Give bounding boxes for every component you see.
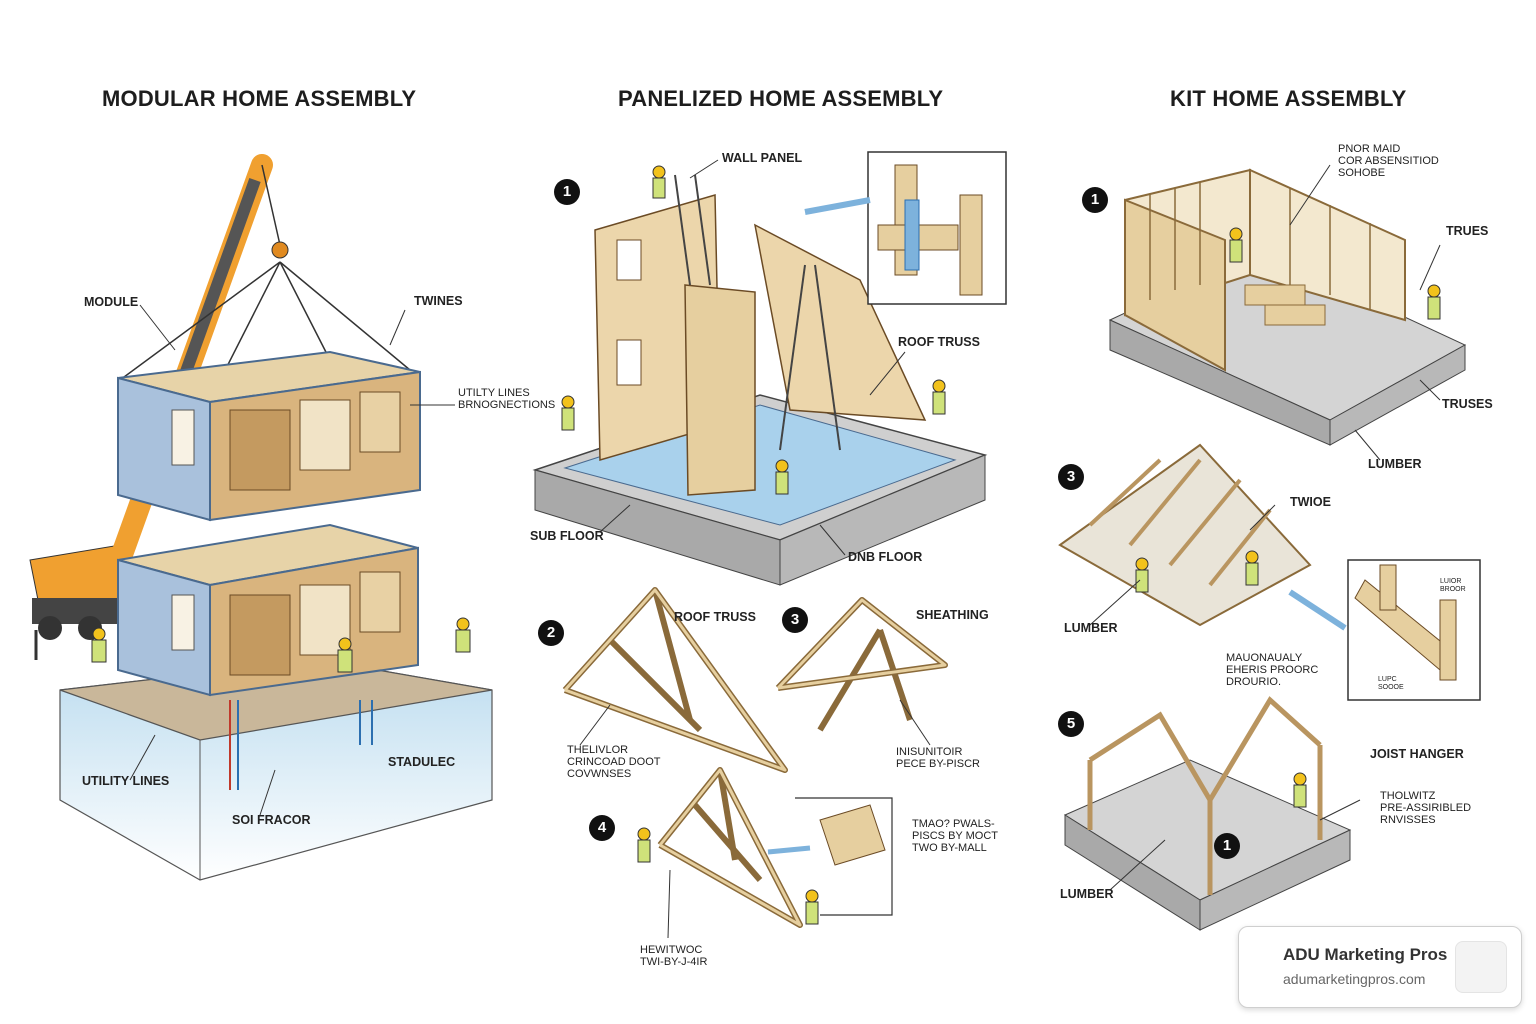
label-stadulec: STADULEC (388, 755, 456, 769)
label-module: MODULE (84, 295, 139, 309)
label-soi-fracor: SOI FRACOR (232, 813, 311, 827)
label-utility-connections: UTILTY LINES BRNOGNECTIONS (458, 387, 556, 411)
panelized-scene (532, 151, 1007, 939)
brand-logo-icon (1455, 941, 1507, 993)
label-lumber-mid: LUMBER (1064, 621, 1118, 635)
label-lumber-top: LUMBER (1368, 457, 1422, 471)
lower-module (117, 523, 419, 697)
step-marker-panel-4: 4 (589, 815, 615, 841)
step-marker-kit-1: 1 (1082, 187, 1108, 213)
label-truses: TRUSES (1442, 397, 1493, 411)
label-inset-note-1: LUIOR BROOR (1440, 578, 1466, 593)
label-prefab-note: PNOR MAID COR ABSENSITIOD SOHOBE (1338, 143, 1439, 179)
label-dnb-floor: DNB FLOOR (848, 550, 923, 564)
label-sub-floor: SUB FLOOR (530, 529, 604, 543)
step-marker-kit-1b: 1 (1214, 833, 1240, 859)
upper-module (117, 350, 421, 522)
label-inset-note-2: LUPC SOOOE (1378, 676, 1404, 691)
label-trues: TRUES (1446, 224, 1489, 238)
label-utility-lines: UTILITY LINES (82, 774, 170, 788)
kit-scene (1058, 164, 1481, 931)
label-truss-note: THELIVLOR crincoad doot covwnses (567, 744, 661, 780)
label-twines: TWINES (414, 294, 463, 308)
label-roof-truss-step2: ROOF TRUSS (674, 610, 756, 624)
brand-url[interactable]: adumarketingpros.com (1283, 971, 1426, 987)
step-marker-kit-5: 5 (1058, 711, 1084, 737)
brand-badge[interactable]: ADU Marketing Pros adumarketingpros.com (1238, 926, 1522, 1008)
label-manual-note: Mauonaualy EHERIS PROORC DROURIO. (1226, 652, 1319, 688)
step-marker-panel-3: 3 (782, 607, 808, 633)
label-twioe: TWIOE (1290, 495, 1331, 509)
brand-name: ADU Marketing Pros (1283, 945, 1448, 964)
label-hewitwoc-note: Hewitwoc TWI-By-J-4IR (640, 944, 708, 968)
modular-scene (29, 154, 493, 881)
step-marker-kit-3: 3 (1058, 464, 1084, 490)
label-wall-panel: WALL PANEL (722, 151, 803, 165)
step-marker-panel-1: 1 (554, 179, 580, 205)
kit-title: KIT HOME ASSEMBLY (1170, 86, 1407, 111)
modular-title: MODULAR HOME ASSEMBLY (102, 86, 417, 111)
label-roof-truss-top: ROOF TRUSS (898, 335, 980, 349)
label-pre-assembled-note: Tholwitz pre-assiribled rnvisses (1380, 790, 1472, 826)
label-joist-hanger: JOIST HANGER (1370, 747, 1464, 761)
label-lumber-bottom: LUMBER (1060, 887, 1114, 901)
step-marker-panel-2: 2 (538, 620, 564, 646)
label-sheathing: SHEATHING (916, 608, 989, 622)
panelized-title: PANELIZED HOME ASSEMBLY (618, 86, 944, 111)
label-insulation-note: Inisunitoir pece by-piscr (896, 746, 980, 770)
label-walls-note: TMAO? PWALS- piscs by moct Two by-Mall (912, 818, 998, 854)
